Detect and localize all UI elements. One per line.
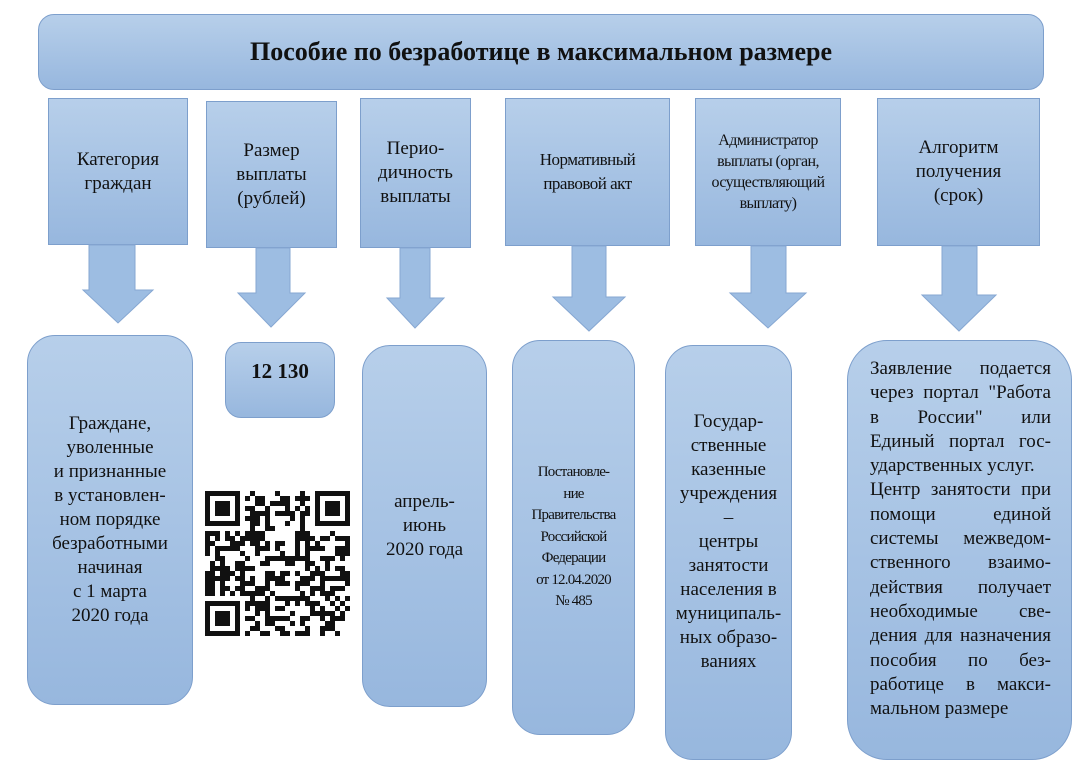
qr-modules [205, 491, 350, 636]
down-arrow-icon [728, 245, 808, 329]
qr-code[interactable] [205, 490, 350, 637]
down-arrow-icon [551, 245, 627, 332]
value-administrator: Государ- ственные казенные учреждения – … [665, 345, 792, 760]
down-arrow-icon [385, 247, 446, 329]
down-arrows [81, 244, 998, 332]
header-periodicity: Перио- дичность выплаты [360, 98, 471, 248]
header-administrator: Администратор выплаты (орган, осуществля… [695, 98, 841, 246]
value-algorithm: Заявление подается через портал "Рабо­та… [847, 340, 1072, 760]
page-title: Пособие по безработице в максимальном ра… [38, 14, 1044, 90]
value-periodicity: апрель- июнь 2020 года [362, 345, 487, 707]
header-algorithm: Алгоритм получения (срок) [877, 98, 1040, 246]
down-arrow-icon [236, 247, 307, 328]
value-legal-act: Постановле- ние Правительства Российской… [512, 340, 635, 735]
value-amount: 12 130 [225, 342, 335, 418]
header-legal-act: Нормативный правовой акт [505, 98, 670, 246]
value-category: Граждане, уволенные и признанные в устан… [27, 335, 193, 705]
down-arrow-icon [81, 244, 155, 324]
header-amount: Размер выплаты (рублей) [206, 101, 337, 248]
down-arrow-icon [920, 245, 998, 332]
header-category: Категория граждан [48, 98, 188, 245]
